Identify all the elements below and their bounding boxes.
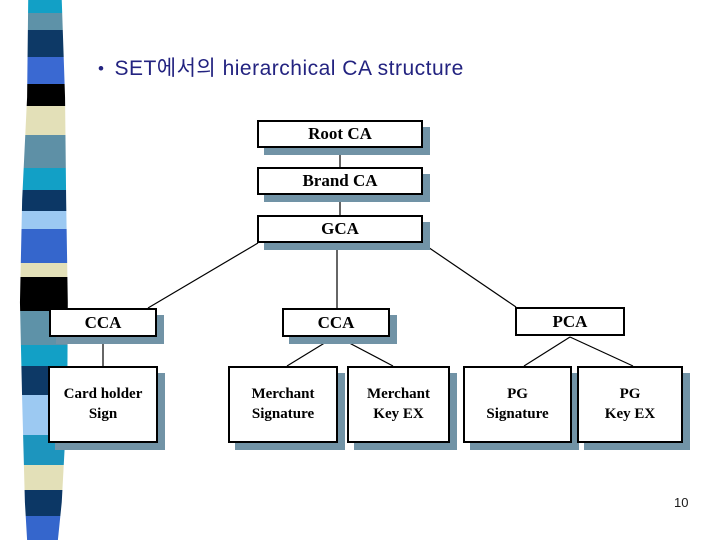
node-card-holder-sign: Card holder Sign: [48, 366, 158, 443]
connector-gca-cca-cardholder: [147, 242, 259, 309]
stripe-block: [19, 263, 68, 277]
stripe-block: [19, 190, 68, 211]
page-number: 10: [674, 495, 689, 510]
node-pg-key-ex: PG Key EX: [577, 366, 683, 443]
stripe-block: [19, 84, 68, 106]
node-label: Merchant Key EX: [366, 386, 431, 422]
node-brand-ca: Brand CA: [257, 167, 423, 195]
stripe-block: [19, 211, 68, 229]
connector-gca-pca: [421, 242, 517, 308]
node-label: CCA: [84, 312, 122, 332]
node-pg-signature: PG Signature: [463, 366, 572, 443]
stripe-block: [19, 57, 68, 84]
node-label: PCA: [552, 311, 588, 331]
node-label: PG Key EX: [604, 386, 656, 422]
stripe-block: [19, 168, 68, 190]
connector-cca-merchant-merchant-key-ex: [335, 335, 394, 367]
decorative-side-stripe: [19, 0, 68, 540]
node-merchant-signature: Merchant Signature: [228, 366, 338, 443]
connector-pca-pg-signature: [523, 336, 571, 367]
node-label: GCA: [321, 219, 359, 239]
node-pca: PCA: [515, 307, 625, 336]
slide-title-text: SET에서의 hierarchical CA structure: [114, 57, 464, 80]
node-label: CCA: [317, 312, 355, 332]
node-gca: GCA: [257, 215, 423, 243]
node-cca-cardholder: CCA: [49, 308, 157, 337]
node-root-ca: Root CA: [257, 120, 423, 148]
connector-pca-pg-key-ex: [569, 336, 634, 367]
bullet-icon: •: [98, 59, 105, 78]
stripe-block: [19, 0, 68, 13]
node-label: Brand CA: [302, 171, 378, 191]
stripe-block: [19, 30, 68, 57]
stripe-block: [19, 135, 68, 168]
stripe-block: [19, 106, 68, 135]
node-label: Card holder Sign: [63, 386, 143, 422]
node-cca-merchant: CCA: [282, 308, 390, 337]
node-merchant-key-ex: Merchant Key EX: [347, 366, 450, 443]
stripe-block: [19, 490, 68, 516]
stripe-block: [19, 345, 68, 366]
stripe-block: [19, 465, 68, 490]
slide-title: • SET에서의 hierarchical CA structure: [98, 52, 464, 82]
stripe-block: [19, 13, 68, 30]
node-label: Merchant Signature: [251, 386, 315, 422]
node-label: Root CA: [308, 124, 372, 144]
connector-cca-merchant-merchant-signature: [286, 335, 337, 367]
node-label: PG Signature: [486, 386, 549, 422]
stripe-block: [19, 277, 68, 311]
stripe-block: [19, 229, 68, 263]
